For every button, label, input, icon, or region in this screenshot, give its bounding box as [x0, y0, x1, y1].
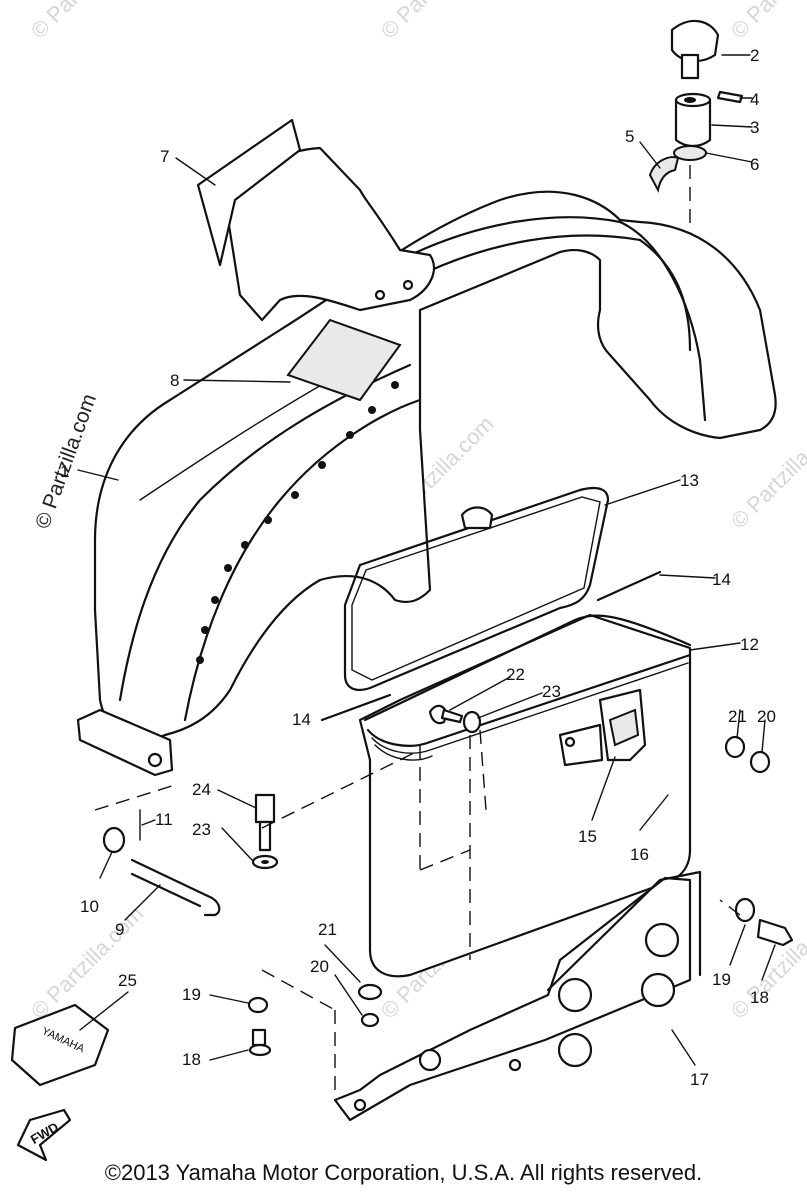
callout-17: 17	[690, 1070, 709, 1089]
callout-9: 9	[115, 920, 124, 939]
callout-21-left: 21	[318, 920, 337, 939]
callout-14-lower: 14	[292, 710, 311, 729]
battery-box	[358, 613, 692, 978]
key-switch-assembly	[648, 19, 744, 225]
callout-20-right: 20	[757, 707, 776, 726]
callout-22: 22	[506, 665, 525, 684]
callout-7: 7	[160, 147, 169, 166]
screw-22	[428, 704, 464, 725]
battery-bracket	[333, 870, 702, 1122]
washer-19-right	[734, 897, 756, 923]
fwd-arrow: FWD	[16, 1108, 72, 1162]
washer-20-left	[360, 1012, 380, 1028]
watermark: © Partzilla.com	[726, 0, 807, 44]
callouts: 1 2 3 4 5 6 7 8 9 10 11 12 13 14 14 15 1…	[60, 46, 776, 1089]
key-knob	[670, 19, 720, 63]
copyright-notice: ©2013 Yamaha Motor Corporation, U.S.A. A…	[104, 1160, 703, 1185]
callout-23-lower: 23	[192, 820, 211, 839]
callout-23-upper: 23	[542, 682, 561, 701]
key-pin	[716, 90, 744, 104]
callout-24: 24	[192, 780, 211, 799]
callout-14-upper: 14	[712, 570, 731, 589]
callout-19-right: 19	[712, 970, 731, 989]
washer-10	[102, 826, 126, 854]
bolt-18-left	[251, 1028, 267, 1047]
callout-25: 25	[118, 971, 137, 990]
callout-20-left: 20	[310, 957, 329, 976]
callout-10: 10	[80, 897, 99, 916]
leader-lines	[77, 54, 776, 1066]
callout-6: 6	[750, 155, 759, 174]
washer-19-left	[247, 996, 269, 1014]
nut-21-right	[724, 735, 746, 759]
washer-20-right	[749, 750, 771, 774]
pin-upper	[596, 570, 662, 602]
callout-5: 5	[625, 127, 634, 146]
callout-19-left: 19	[182, 985, 201, 1004]
bolt-18-right	[756, 918, 794, 947]
nut-21-left	[357, 983, 383, 1001]
pin-lower	[320, 693, 392, 722]
callout-2: 2	[750, 46, 759, 65]
fender-rivets	[196, 381, 399, 664]
bolt-24	[251, 793, 279, 870]
callout-18-left: 18	[182, 1050, 201, 1069]
key-shaft	[680, 53, 700, 80]
callout-21-right: 21	[728, 707, 747, 726]
stay-bracket	[102, 809, 221, 917]
watermark: © Partzilla.com	[26, 0, 149, 44]
part-tag: YAMAHA	[10, 1003, 110, 1087]
callout-4: 4	[750, 90, 759, 109]
clip	[648, 156, 680, 193]
callout-15: 15	[578, 827, 597, 846]
callout-18-right: 18	[750, 988, 769, 1007]
callout-3: 3	[750, 118, 759, 137]
callout-11: 11	[155, 810, 173, 829]
watermark: © Partzilla.com	[376, 0, 499, 44]
rear-fender	[76, 146, 777, 777]
callout-16: 16	[630, 845, 649, 864]
box-seal	[343, 486, 610, 692]
callout-1: 1	[60, 462, 69, 481]
decal-plate	[286, 318, 402, 402]
callout-12: 12	[740, 635, 759, 654]
watermark: © Partzilla.com	[26, 901, 149, 1024]
flap-plate	[196, 118, 302, 267]
callout-8: 8	[170, 371, 179, 390]
callout-13: 13	[680, 471, 699, 490]
washer-23	[462, 710, 482, 734]
